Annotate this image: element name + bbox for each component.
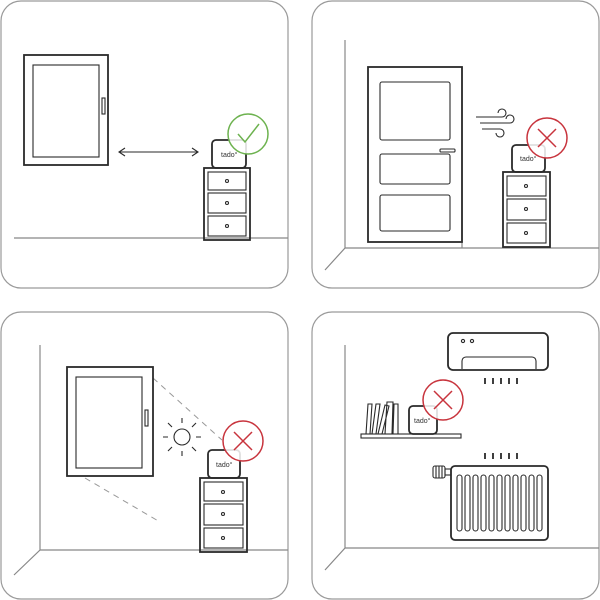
wind-icon	[476, 108, 515, 138]
device-logo: tado°	[520, 155, 537, 163]
air-conditioner	[447, 332, 549, 384]
device-logo: tado°	[414, 417, 431, 425]
window	[23, 54, 109, 166]
sun-icon	[163, 418, 201, 456]
distance-arrow-icon	[118, 147, 199, 157]
radiator	[432, 453, 549, 541]
panel-heat-sources: tado°	[311, 311, 600, 600]
cross-icon	[222, 420, 264, 462]
tado-device: tado°	[408, 405, 438, 435]
door	[367, 66, 463, 243]
panel-sunlight: tado°	[0, 311, 289, 600]
cross-icon	[526, 117, 568, 159]
tado-device: tado°	[207, 449, 241, 479]
panel-good-placement: tado°	[0, 0, 289, 289]
cross-icon	[422, 379, 464, 421]
check-icon	[227, 113, 269, 155]
window	[66, 366, 154, 477]
device-logo: tado°	[221, 151, 238, 159]
radiator-valve	[432, 465, 452, 479]
device-logo: tado°	[216, 461, 233, 469]
panel-draught: tado°	[311, 0, 600, 289]
